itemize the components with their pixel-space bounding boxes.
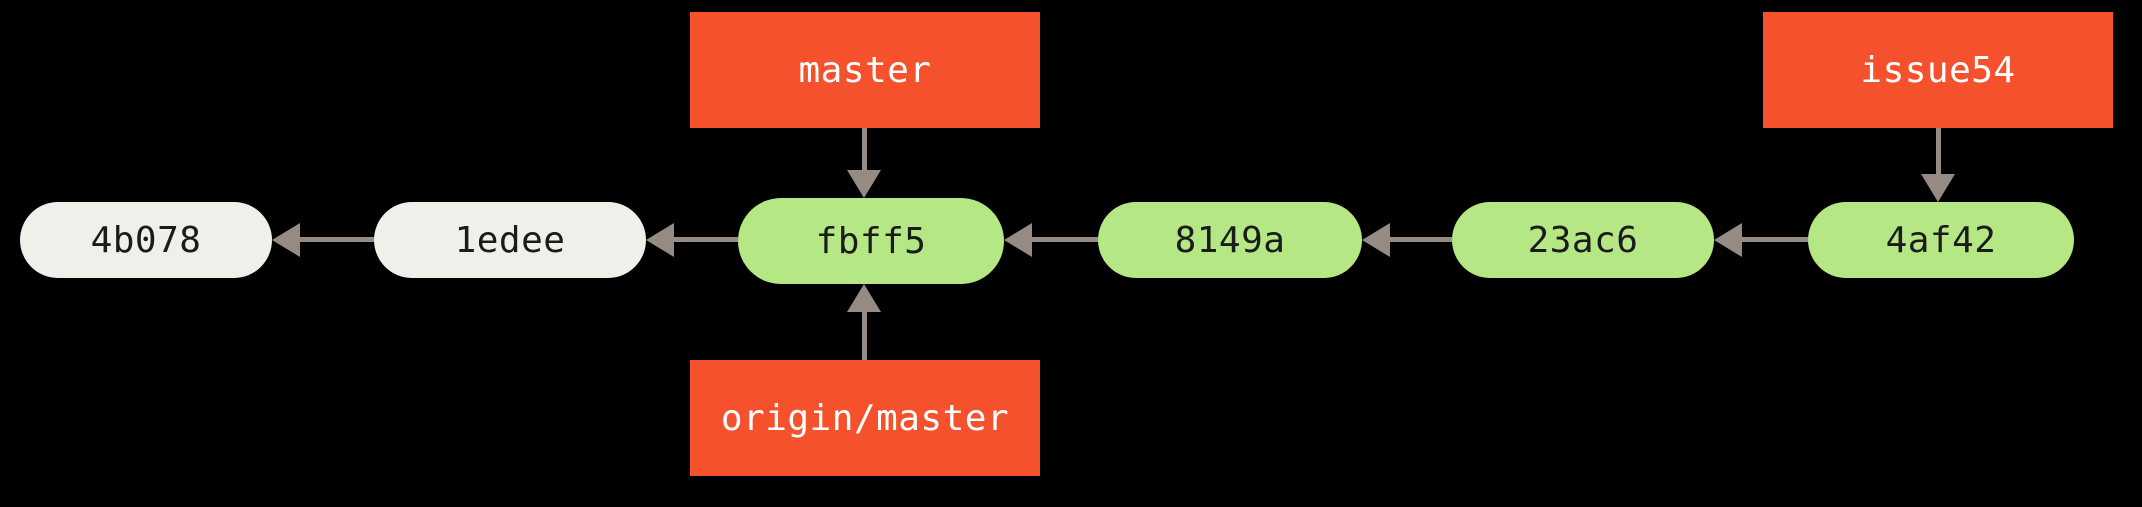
commit-label-fbff5: fbff5 xyxy=(815,220,927,262)
commit-label-4b078: 4b078 xyxy=(90,219,202,261)
edge-8149a-to-fbff5-arrowhead xyxy=(1004,223,1032,257)
commit-label-4af42: 4af42 xyxy=(1885,219,1997,261)
commit-node-8149a[interactable]: 8149a xyxy=(1098,202,1362,278)
edge-origin-master-to-fbff5-line xyxy=(862,312,867,360)
commit-label-8149a: 8149a xyxy=(1174,219,1286,261)
edge-23ac6-to-8149a-arrowhead xyxy=(1362,223,1390,257)
edge-1edee-to-4b078-arrowhead xyxy=(272,223,300,257)
ref-label-issue54[interactable]: issue54 xyxy=(1763,12,2113,128)
edge-8149a-to-fbff5-line xyxy=(1032,237,1098,242)
commit-node-4af42[interactable]: 4af42 xyxy=(1808,202,2074,278)
edge-fbff5-to-1edee-line xyxy=(674,237,738,242)
edge-issue54-to-4af42-line xyxy=(1936,128,1941,174)
edge-4af42-to-23ac6-line xyxy=(1742,237,1808,242)
commit-label-23ac6: 23ac6 xyxy=(1527,219,1639,261)
edge-master-to-fbff5-arrowhead xyxy=(847,170,881,198)
edge-fbff5-to-1edee-arrowhead xyxy=(646,223,674,257)
ref-label-issue54-text: issue54 xyxy=(1860,49,2016,91)
ref-label-origin-master-text: origin/master xyxy=(720,397,1010,439)
edge-master-to-fbff5-line xyxy=(862,128,867,172)
edge-origin-master-to-fbff5-arrowhead xyxy=(847,284,881,312)
edge-issue54-to-4af42-arrowhead xyxy=(1921,174,1955,202)
edge-23ac6-to-8149a-line xyxy=(1390,237,1452,242)
commit-node-fbff5[interactable]: fbff5 xyxy=(738,198,1004,284)
commit-label-1edee: 1edee xyxy=(454,219,566,261)
edge-1edee-to-4b078-line xyxy=(300,237,374,242)
edge-4af42-to-23ac6-arrowhead xyxy=(1714,223,1742,257)
ref-label-origin-master[interactable]: origin/master xyxy=(690,360,1040,476)
commit-node-1edee[interactable]: 1edee xyxy=(374,202,646,278)
commit-node-23ac6[interactable]: 23ac6 xyxy=(1452,202,1714,278)
commit-node-4b078[interactable]: 4b078 xyxy=(20,202,272,278)
ref-label-master-text: master xyxy=(798,49,932,91)
ref-label-master[interactable]: master xyxy=(690,12,1040,128)
